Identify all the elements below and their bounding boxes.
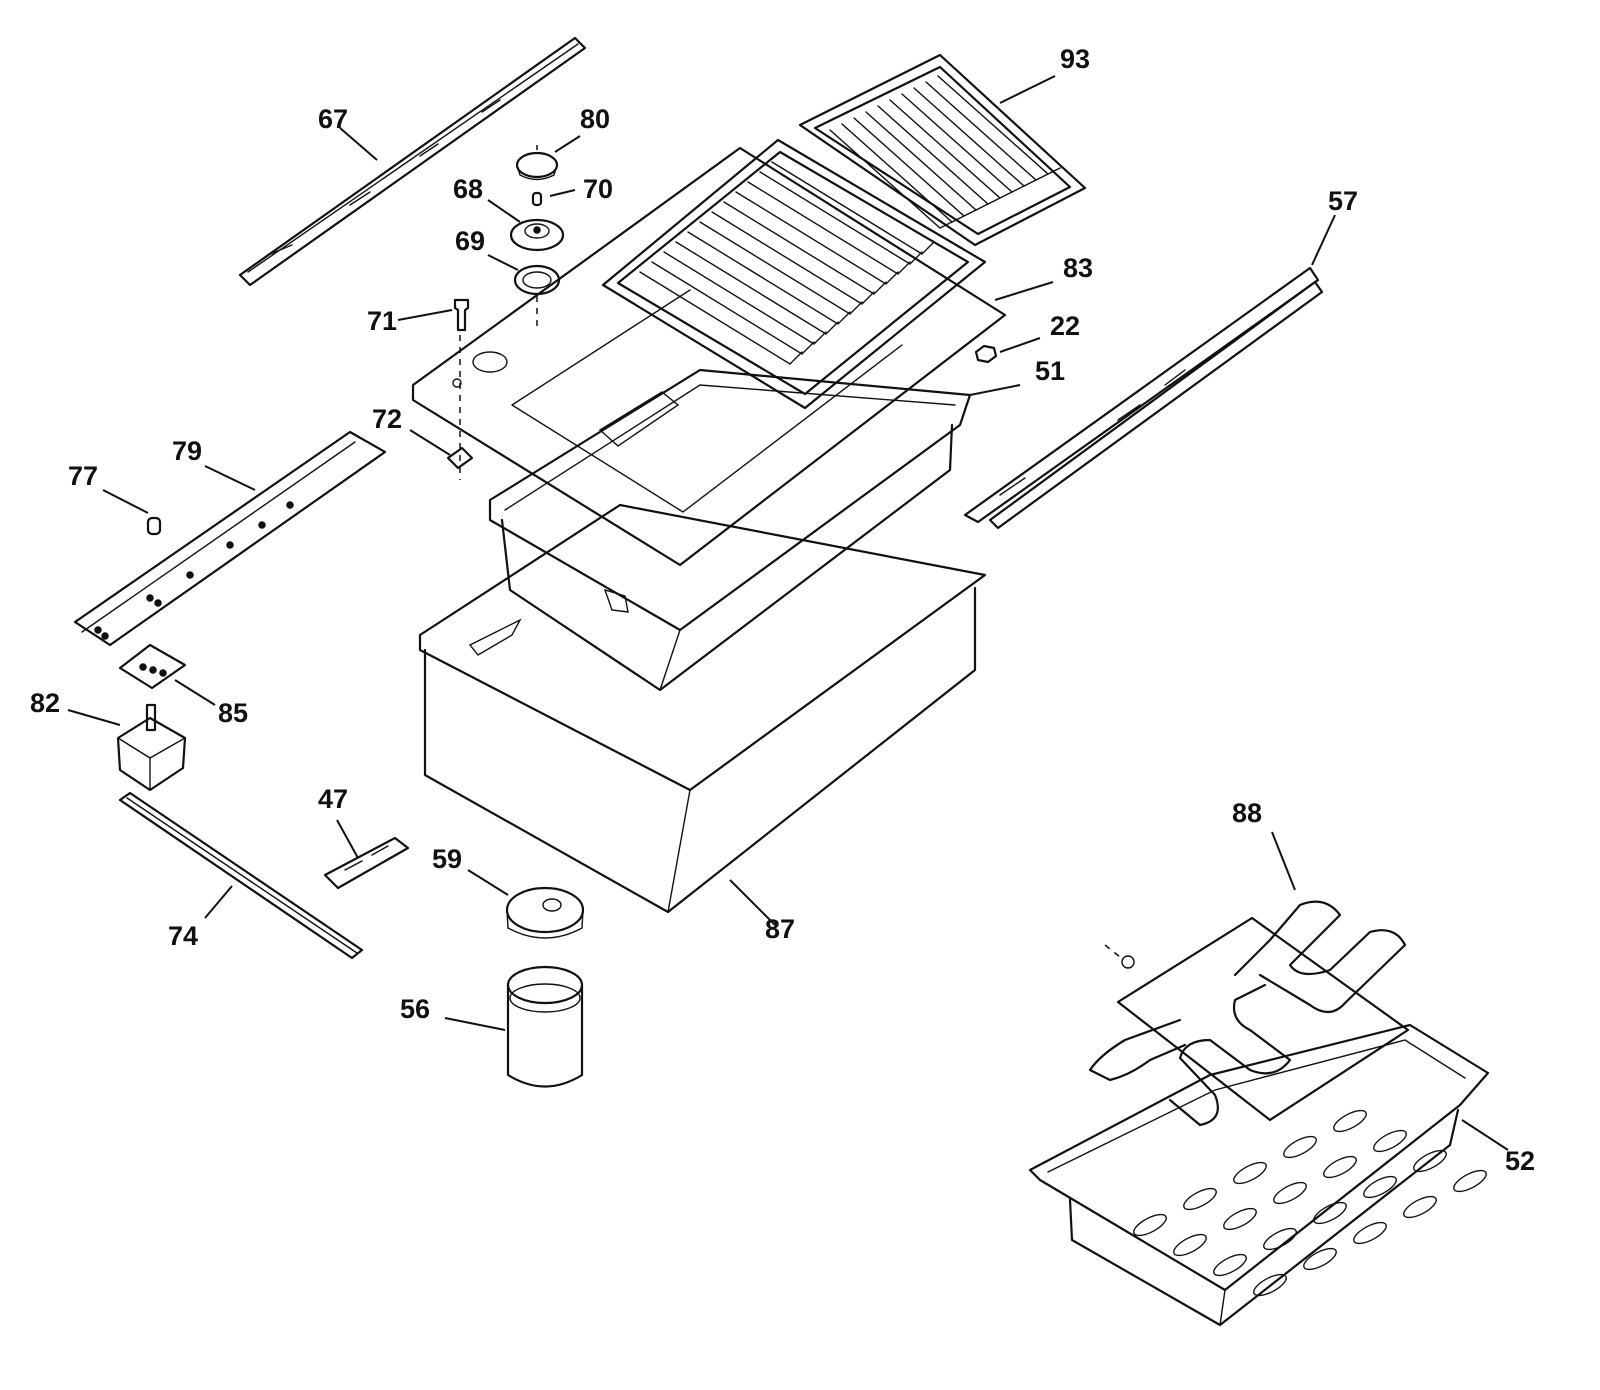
callout-22: 22	[1050, 311, 1080, 341]
grate-bar	[735, 191, 899, 285]
callout-82: 82	[30, 688, 60, 718]
part-70-spring	[531, 191, 543, 207]
tray-slot	[1403, 1195, 1437, 1219]
callout-71: 71	[367, 306, 397, 336]
tray-slot	[1213, 1253, 1247, 1277]
callout-85: 85	[218, 698, 248, 728]
grate-bar	[711, 211, 875, 305]
leader-lines	[67, 75, 1509, 1151]
grate-bars-left	[639, 161, 935, 365]
callout-74: 74	[168, 921, 198, 951]
grate-bar	[759, 171, 923, 265]
callout-79: 79	[172, 436, 202, 466]
grate-bar	[747, 181, 911, 275]
tray-slot	[1363, 1175, 1397, 1199]
part-74-strip	[118, 791, 364, 960]
part-71-pin	[453, 298, 470, 332]
grate-bars-right	[829, 75, 1061, 229]
tray-slot	[1183, 1187, 1217, 1211]
part-82-switch	[116, 703, 187, 792]
tray-slot	[1413, 1149, 1447, 1173]
grate-bar	[675, 241, 839, 335]
grate-bar	[877, 105, 1001, 205]
callout-51: 51	[1035, 356, 1065, 386]
part-69-ring	[513, 264, 561, 296]
part-22-nut	[974, 344, 998, 364]
part-80-knob	[515, 145, 559, 181]
part-85-plate	[118, 643, 187, 690]
callout-93: 93	[1060, 44, 1090, 74]
grate-bar	[639, 271, 803, 365]
tray-slot	[1353, 1221, 1387, 1245]
grate-bar	[663, 251, 827, 345]
grate-bar	[723, 201, 887, 295]
tray-slots	[1133, 1109, 1487, 1297]
callout-77: 77	[68, 461, 98, 491]
grate-bar	[841, 123, 965, 223]
part-83-plate	[411, 146, 1007, 567]
callout-67: 67	[318, 104, 348, 134]
grate-bar	[865, 111, 989, 211]
part-56-jar	[506, 965, 584, 1088]
part-67-rail	[238, 36, 587, 287]
tray-slot	[1453, 1169, 1487, 1193]
tray-slot	[1303, 1247, 1337, 1271]
grate-bar	[699, 221, 863, 315]
tray-slot	[1373, 1129, 1407, 1153]
part-88-element	[1088, 900, 1410, 1127]
grate-bar	[687, 231, 851, 325]
tray-slot	[1283, 1135, 1317, 1159]
callout-69: 69	[455, 226, 485, 256]
tray-slot	[1263, 1227, 1297, 1251]
grate-bar	[889, 99, 1013, 199]
callout-labels: 93 67 80 68 70 69 57 71 83 22 51 72 79 7…	[30, 44, 1535, 1176]
tray-slot	[1233, 1161, 1267, 1185]
callout-68: 68	[453, 174, 483, 204]
grate-bar	[771, 161, 935, 255]
callout-57: 57	[1328, 186, 1358, 216]
grate-bar	[651, 261, 815, 355]
callout-88: 88	[1232, 798, 1262, 828]
part-93-grate	[601, 53, 1087, 410]
callout-56: 56	[400, 994, 430, 1024]
callout-70: 70	[583, 174, 613, 204]
tray-slot	[1173, 1233, 1207, 1257]
grate-bar	[853, 117, 977, 217]
callout-87: 87	[765, 914, 795, 944]
tray-slot	[1223, 1207, 1257, 1231]
tray-slot	[1273, 1181, 1307, 1205]
part-57-rail	[963, 266, 1324, 530]
callout-83: 83	[1063, 253, 1093, 283]
callout-52: 52	[1505, 1146, 1535, 1176]
part-72-clip	[446, 446, 474, 470]
tray-slot	[1323, 1155, 1357, 1179]
part-47-bracket	[323, 836, 410, 890]
tray-slot	[1333, 1109, 1367, 1133]
part-51-pan	[488, 368, 972, 692]
callout-47: 47	[318, 784, 348, 814]
part-59-cap	[505, 886, 585, 939]
tray-slot	[1253, 1273, 1287, 1297]
part-68-bezel	[509, 218, 565, 252]
grate-bar	[937, 75, 1061, 175]
part-79-bracket	[73, 430, 387, 647]
callout-80: 80	[580, 104, 610, 134]
grate-bar	[925, 81, 1049, 181]
tray-slot	[1313, 1201, 1347, 1225]
grate-bar	[913, 87, 1037, 187]
grate-bar	[901, 93, 1025, 193]
callout-72: 72	[372, 404, 402, 434]
callout-59: 59	[432, 844, 462, 874]
grate-bar	[829, 129, 953, 229]
part-52-tray	[1028, 1023, 1490, 1327]
part-87-box	[418, 503, 987, 914]
part-77-plug	[146, 516, 162, 536]
tray-slot	[1133, 1213, 1167, 1237]
